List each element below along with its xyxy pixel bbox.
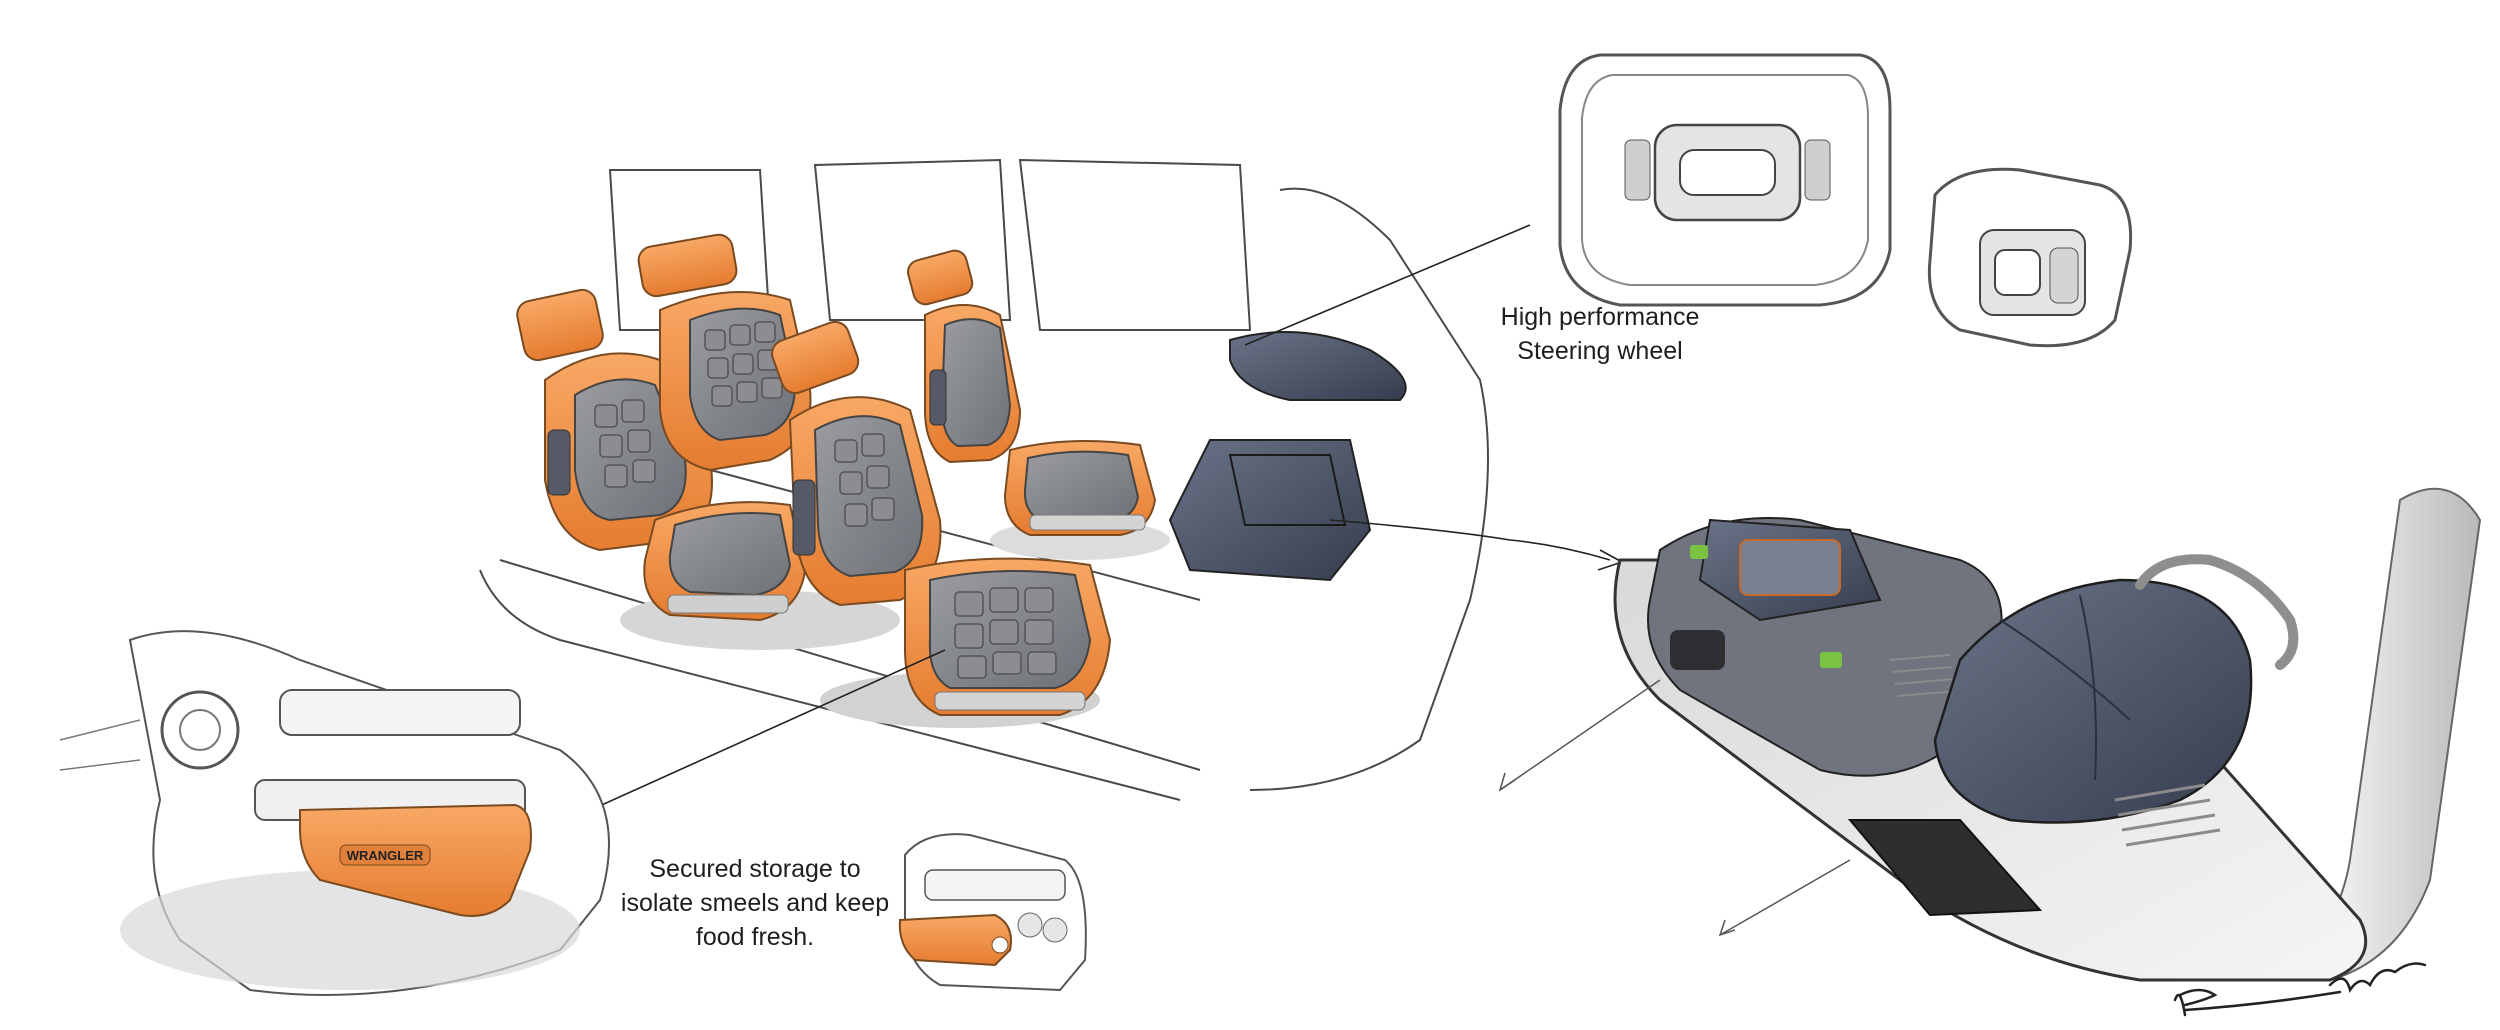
seat-driver (907, 249, 1157, 536)
seat-rear-middle (637, 233, 812, 472)
steering-callout-line-2: Steering wheel (1517, 337, 1683, 365)
storage-box-logo: WRANGLER (347, 848, 424, 863)
center-console-main (1168, 331, 1407, 582)
storage-callout: Secured storage to isolate smeels and ke… (590, 852, 920, 954)
steering-callout-line-1: High performance (1500, 303, 1700, 331)
storage-callout-line-1: Secured storage to (649, 855, 861, 883)
steering-wheel-callout: High performance Steering wheel (1440, 300, 1760, 368)
storage-detail-small (898, 833, 1087, 992)
closeup-leader-lines (1498, 679, 1851, 937)
seat-front-passenger (771, 320, 1112, 716)
steering-wheel-front (1558, 53, 1892, 307)
dashboard-storage: WRANGLER (59, 630, 610, 996)
storage-callout-line-2: isolate smeels and keep (620, 889, 890, 917)
seat-rear-left (516, 288, 713, 552)
artist-signature (2173, 962, 2427, 1017)
seat-cushion-rear-left (643, 501, 807, 622)
console-closeup (1613, 487, 2482, 982)
storage-callout-line-3: food fresh. (695, 923, 815, 951)
steering-wheel-side (1927, 167, 2133, 348)
